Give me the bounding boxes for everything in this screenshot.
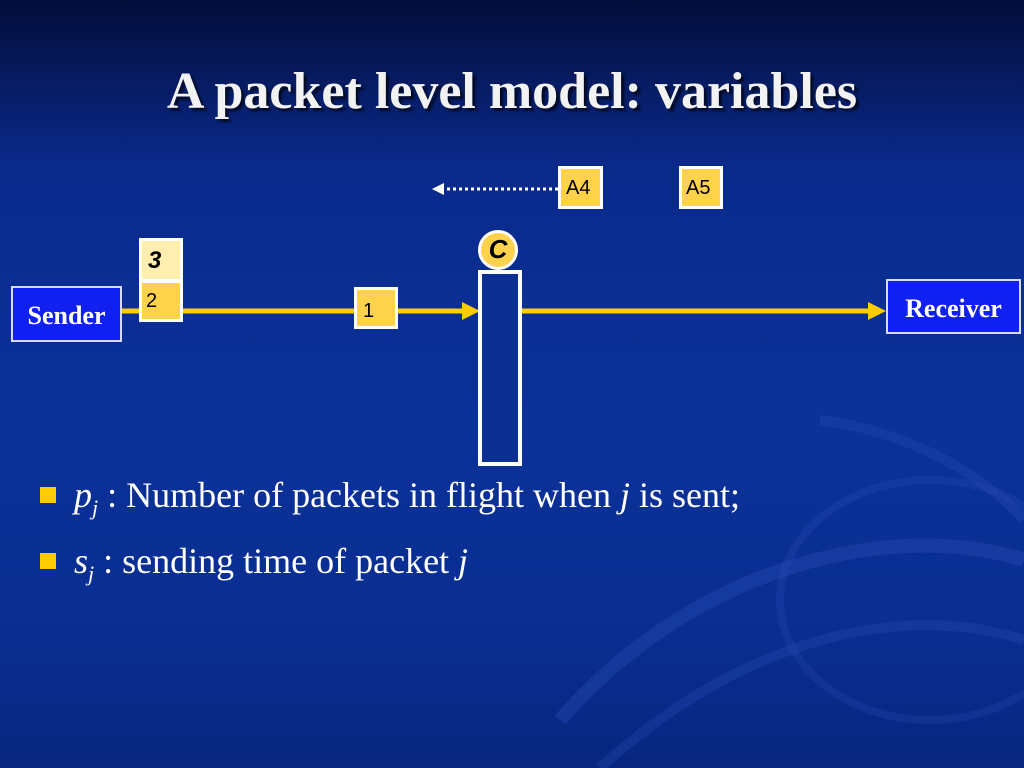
bullet-text: : Number of packets in flight when — [98, 475, 621, 515]
bullet-item: pj : Number of packets in flight when j … — [40, 474, 1000, 540]
variable-symbol: pj — [74, 475, 99, 520]
bullet-italic-var: j — [620, 475, 631, 515]
arrowhead-router — [462, 302, 480, 320]
bullet-text: : sending time of packet — [94, 541, 459, 581]
bullet-list: pj : Number of packets in flight when j … — [40, 474, 1000, 606]
router-queue — [478, 270, 522, 466]
ack-a4: A4 — [558, 166, 603, 209]
ack-arrowhead — [432, 183, 444, 195]
receiver-box: Receiver — [886, 279, 1021, 334]
router-c-icon: C — [478, 230, 518, 270]
packet-3: 3 — [139, 238, 183, 282]
sender-box: Sender — [11, 286, 122, 342]
bullet-tail: is sent; — [630, 475, 741, 515]
packet-1: 1 — [354, 287, 398, 329]
ack-a5: A5 — [679, 166, 723, 209]
arrowhead-receiver — [868, 302, 886, 320]
packet-2: 2 — [139, 280, 183, 322]
bullet-square-icon — [40, 553, 56, 569]
bullet-item: sj : sending time of packet j — [40, 540, 1000, 606]
slide-title: A packet level model: variables — [166, 63, 858, 120]
bullet-square-icon — [40, 487, 56, 503]
bullet-italic-var: j — [458, 541, 469, 581]
variable-symbol: sj — [74, 541, 95, 586]
